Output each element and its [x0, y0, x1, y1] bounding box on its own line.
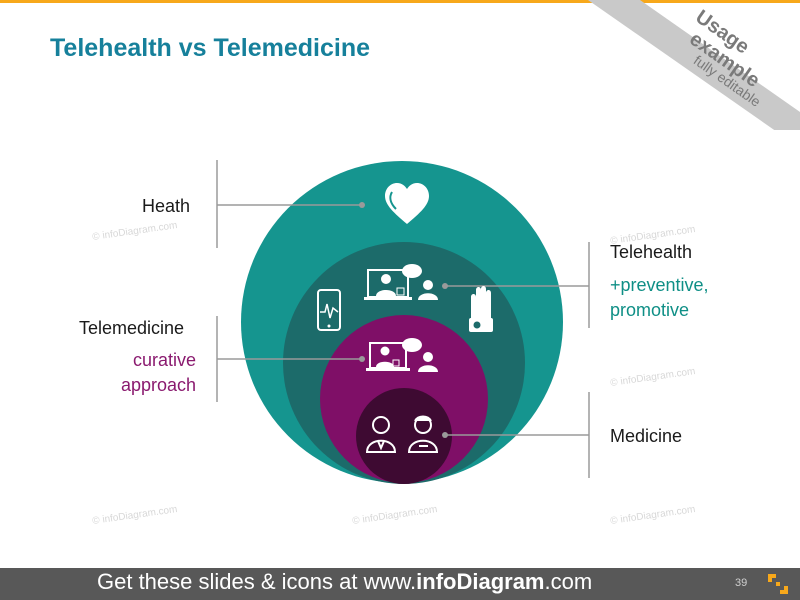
footer-bar: Get these slides & icons at www.infoDiag… [0, 568, 800, 600]
doctor-patient-icon [365, 415, 439, 453]
telemedicine-note-line2: approach [120, 375, 196, 395]
corner-ribbon [588, 0, 800, 130]
footer-prefix: Get these slides & icons at www. [97, 569, 417, 594]
footer-link-text[interactable]: Get these slides & icons at www.infoDiag… [97, 569, 592, 595]
telemedicine-note-line1: curative [132, 350, 196, 370]
label-medicine: Medicine [610, 426, 683, 446]
telehealth-note-line2: promotive [610, 300, 690, 320]
footer-suffix: .com [544, 569, 593, 594]
inner-circle-medicine [356, 388, 452, 484]
label-telemedicine: Telemedicine [79, 318, 185, 338]
telehealth-note: +preventive, promotive [610, 273, 709, 323]
top-accent-rule [0, 0, 800, 3]
slide-title: Telehealth vs Telemedicine [50, 34, 371, 62]
label-heath: Heath [142, 196, 191, 216]
doctor-video-consult-icon [366, 338, 438, 372]
hand-watch-icon [469, 286, 493, 332]
footer-brand: infoDiagram [416, 569, 545, 594]
nested-circles-diagram [216, 160, 590, 484]
heart-icon [385, 183, 429, 224]
label-telehealth: Telehealth [610, 242, 693, 262]
telemedicine-note: curative approach [110, 348, 196, 398]
page-number: 39 [735, 577, 748, 589]
telehealth-note-line1: +preventive, [610, 275, 709, 295]
smartphone-ecg-icon [317, 289, 341, 331]
infodiagram-logo-icon [768, 574, 788, 594]
doctor-video-call-icon [364, 264, 438, 300]
